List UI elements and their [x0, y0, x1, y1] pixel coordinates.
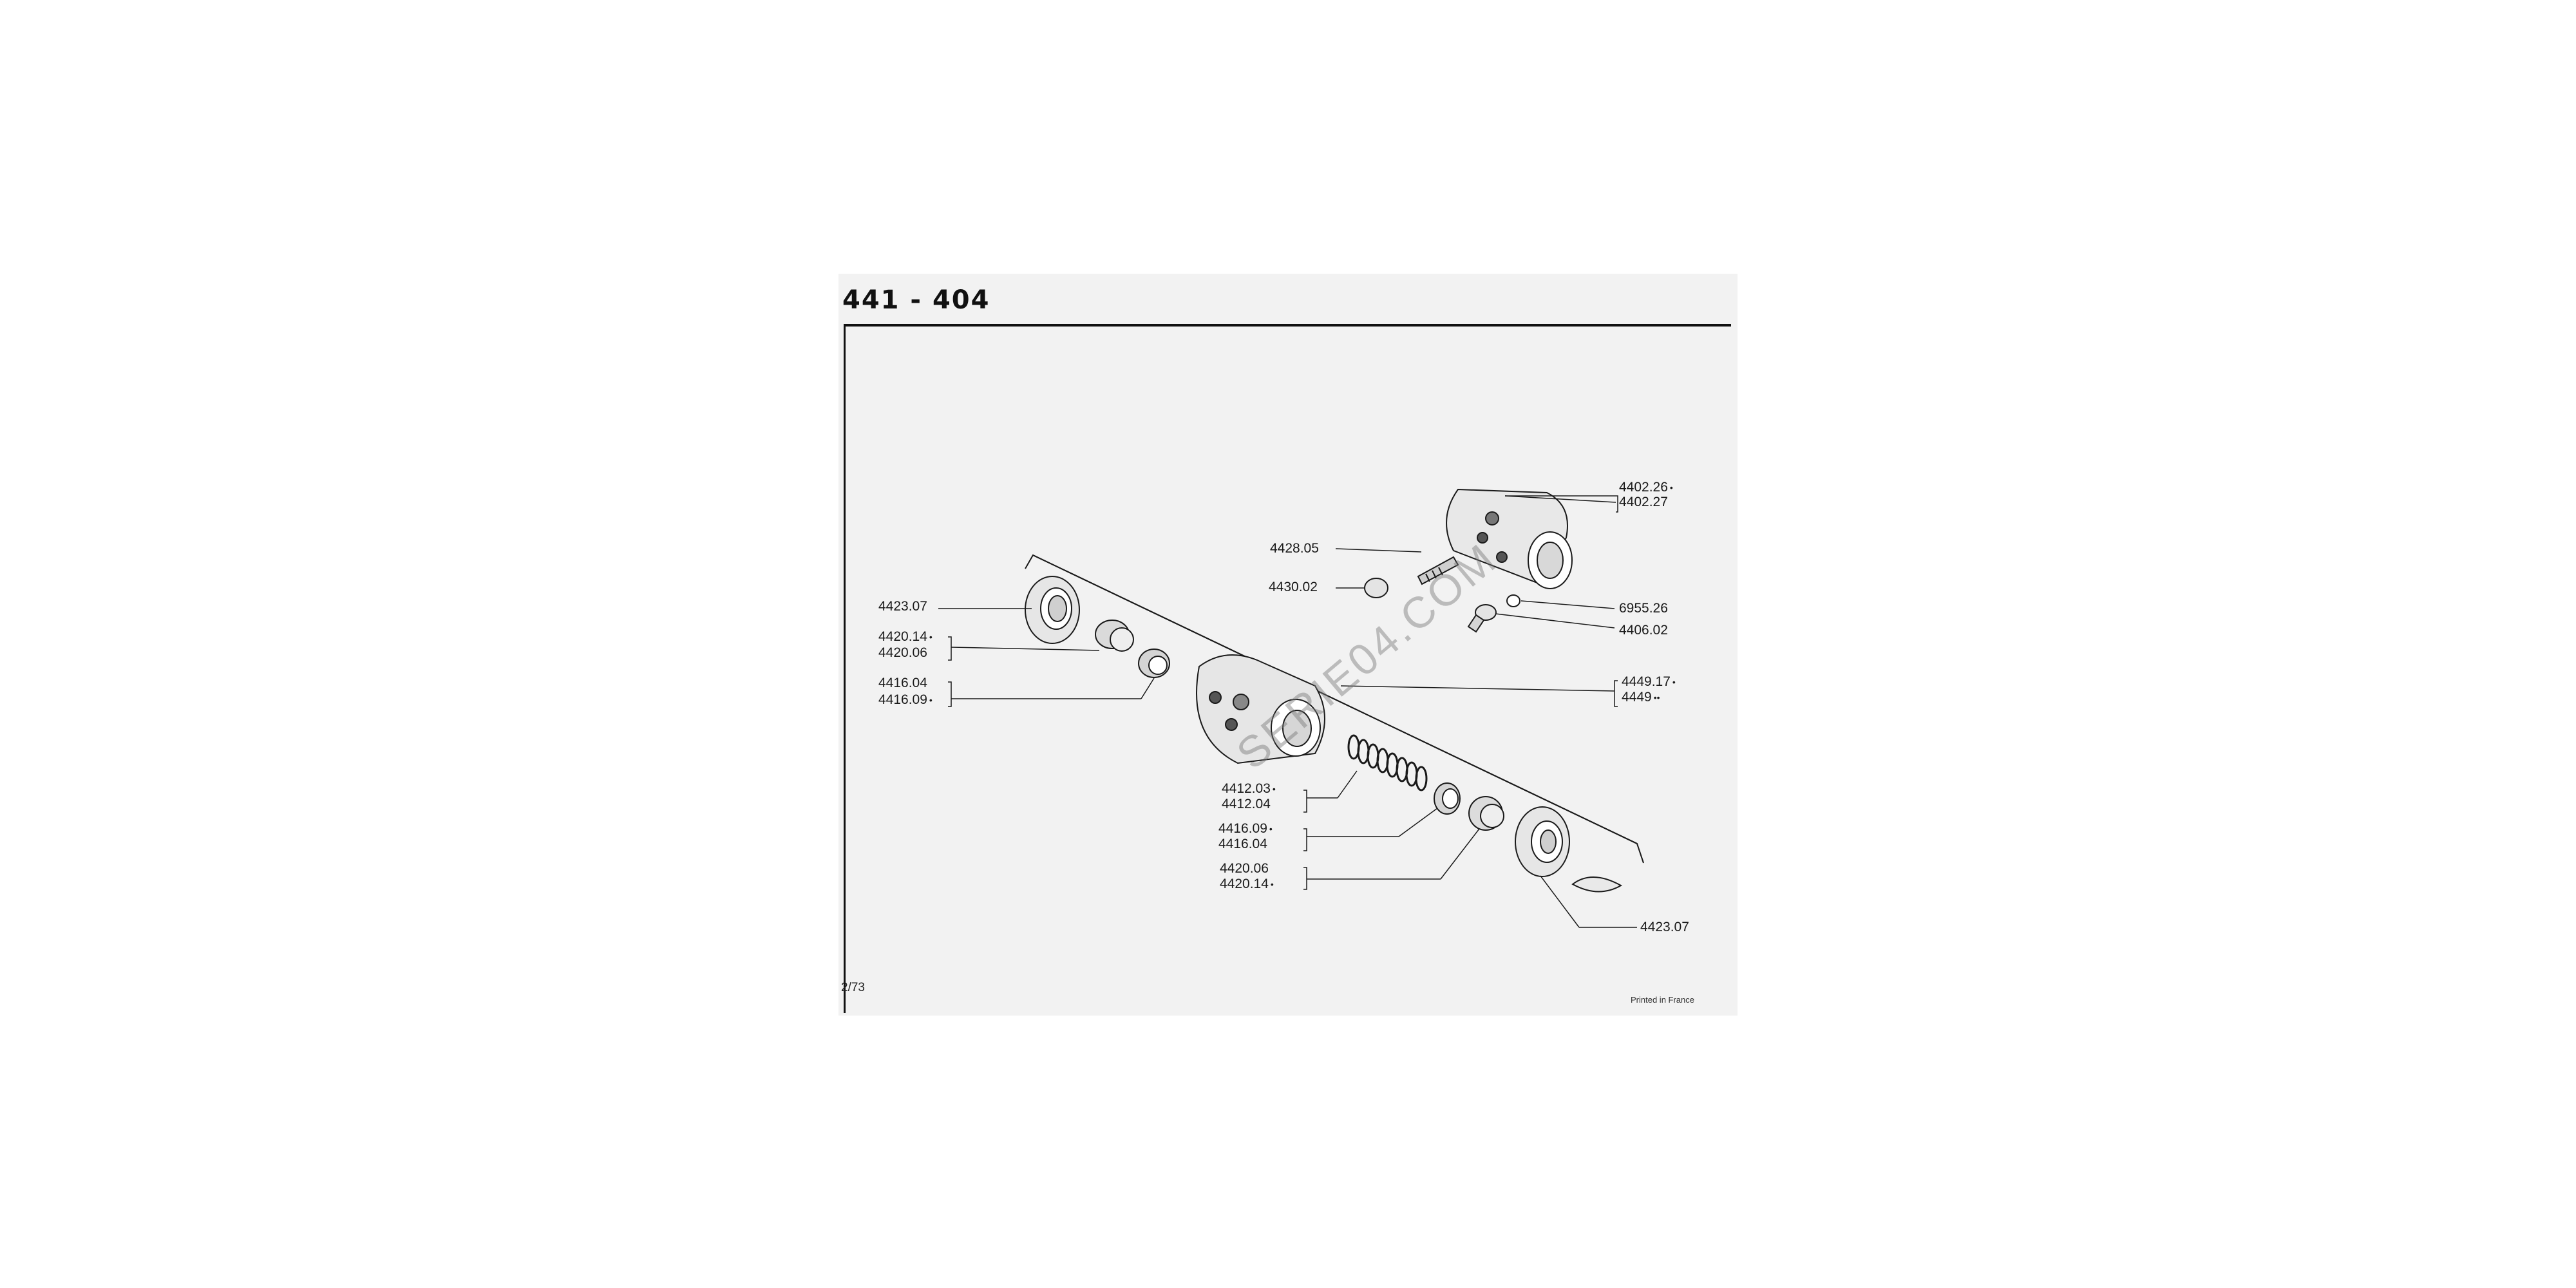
- part-label: 4428.05: [1270, 541, 1319, 556]
- printed-note: Printed in France: [1631, 995, 1694, 1005]
- piston-left: [1138, 649, 1170, 678]
- part-label: 4420.14•: [1220, 876, 1274, 891]
- wheel-cylinder-main: [1196, 654, 1325, 764]
- part-label: 4423.07: [878, 599, 927, 614]
- footnote-mark: •: [929, 632, 933, 642]
- bleed-screw: [1417, 556, 1459, 585]
- part-label: 4402.27: [1619, 495, 1668, 509]
- exploded-parts-diagram: [938, 488, 1644, 928]
- part-label: 4412.04: [1222, 797, 1271, 811]
- part-label: 4402.26•: [1619, 480, 1673, 495]
- retaining-clip: [1571, 876, 1623, 893]
- dust-boot-right: [1515, 806, 1570, 877]
- diagram-frame: [844, 324, 1731, 1013]
- leader-lines: [938, 495, 1637, 928]
- part-label: 4449••: [1622, 690, 1660, 705]
- part-label: 4420.06: [1220, 861, 1269, 876]
- assembly-axis: [1032, 554, 1638, 844]
- part-label: 4420.14•: [878, 629, 933, 644]
- spring: [1347, 734, 1428, 791]
- dust-boot-left: [1025, 576, 1080, 644]
- piston-right: [1434, 782, 1461, 815]
- part-label: 4430.02: [1269, 580, 1318, 594]
- cup-seal-left: [1095, 620, 1134, 652]
- part-label: 4416.09•: [878, 692, 933, 707]
- part-label: 4406.02: [1619, 623, 1668, 638]
- footnote-mark: •: [1270, 879, 1274, 889]
- footnote-mark: ••: [1653, 692, 1660, 703]
- part-label: 4416.04: [1218, 837, 1267, 851]
- part-label: 4423.07: [1640, 920, 1689, 934]
- parts-sheet: 441 - 404: [838, 274, 1738, 1016]
- cup-seal-right: [1468, 796, 1504, 831]
- page-code: 2/73: [841, 981, 865, 994]
- footnote-mark: •: [1672, 677, 1676, 687]
- page-title: 441 - 404: [842, 285, 990, 315]
- footnote-mark: •: [929, 695, 933, 705]
- dust-cap: [1364, 578, 1388, 598]
- footnote-mark: •: [1669, 482, 1673, 493]
- wheel-cylinder-upper: [1446, 488, 1573, 589]
- footnote-mark: •: [1272, 784, 1276, 794]
- part-label: 4416.04: [878, 676, 927, 690]
- footnote-mark: •: [1269, 824, 1273, 834]
- part-label: 6955.26: [1619, 601, 1668, 616]
- bolt: [1467, 604, 1497, 633]
- part-label: 4449.17•: [1622, 674, 1676, 689]
- part-label: 4412.03•: [1222, 781, 1276, 796]
- part-label: 4416.09•: [1218, 821, 1273, 836]
- washer: [1506, 594, 1520, 607]
- part-label: 4420.06: [878, 645, 927, 660]
